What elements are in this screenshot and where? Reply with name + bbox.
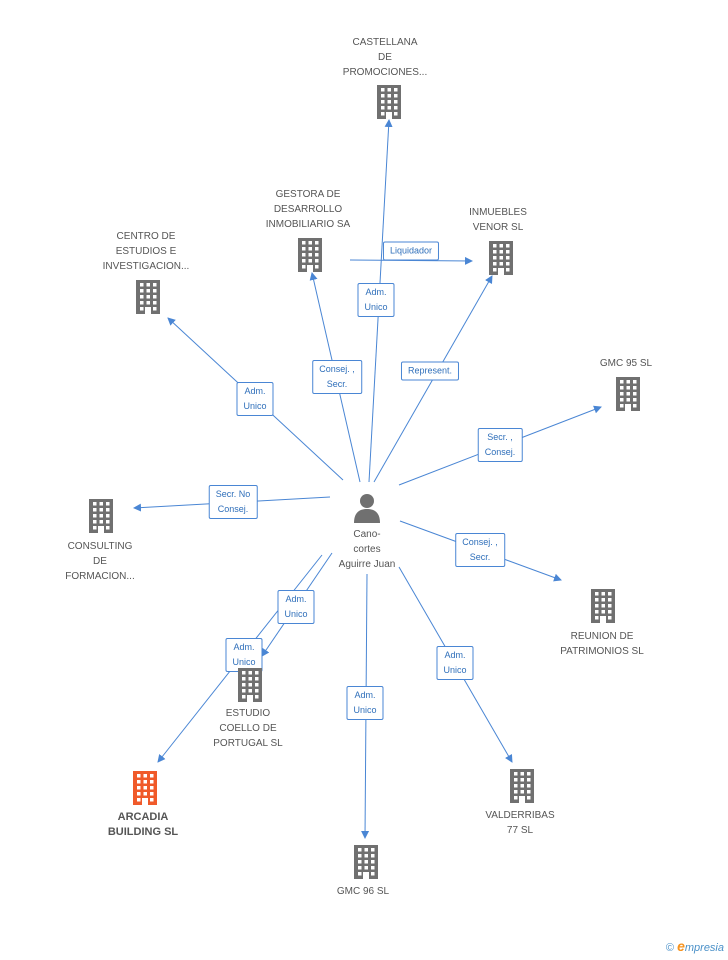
center-person-label[interactable]: Cano- cortes Aguirre Juan xyxy=(338,529,396,570)
company-label-gestora[interactable]: GESTORA DE DESARROLLO INMOBILIARIO SA xyxy=(265,189,351,230)
building-icon[interactable] xyxy=(613,377,643,416)
building-icon[interactable] xyxy=(295,238,325,277)
person-icon[interactable] xyxy=(352,492,382,529)
relation-label-arcadia[interactable]: Adm. Unico xyxy=(225,638,263,672)
company-label-gmc95[interactable]: GMC 95 SL xyxy=(599,358,653,369)
company-label-reunion[interactable]: REUNION DE PATRIMONIOS SL xyxy=(560,631,644,657)
relation-label-estudio[interactable]: Adm. Unico xyxy=(277,590,315,624)
relation-label-gestora[interactable]: Consej. , Secr. xyxy=(312,360,362,394)
building-icon[interactable] xyxy=(374,85,404,124)
building-icon[interactable] xyxy=(588,589,618,628)
relation-label-reunion[interactable]: Consej. , Secr. xyxy=(455,533,505,567)
company-label-consulting[interactable]: CONSULTING DE FORMACION... xyxy=(65,541,135,582)
relation-label-gmc96[interactable]: Adm. Unico xyxy=(346,686,384,720)
relation-edge-inmuebles xyxy=(349,256,473,265)
company-label-valderribas[interactable]: VALDERRIBAS 77 SL xyxy=(485,810,555,836)
company-label-arcadia[interactable]: ARCADIA BUILDING SL xyxy=(107,811,179,838)
building-icon[interactable] xyxy=(235,668,265,707)
company-label-inmuebles[interactable]: INMUEBLES VENOR SL xyxy=(469,207,527,233)
building-icon[interactable] xyxy=(351,845,381,884)
relation-label-inmuebles[interactable]: Liquidador xyxy=(382,241,440,261)
building-icon[interactable] xyxy=(86,499,116,538)
company-label-castellana[interactable]: CASTELLANA DE PROMOCIONES... xyxy=(342,37,428,78)
relation-label-inmuebles[interactable]: Represent. xyxy=(400,361,460,381)
building-icon[interactable] xyxy=(507,769,537,808)
relation-label-consulting[interactable]: Secr. No Consej. xyxy=(208,485,258,519)
brand-logo-e: e xyxy=(677,938,685,954)
relation-label-gmc95[interactable]: Secr. , Consej. xyxy=(477,428,523,462)
footer-brand: © empresia xyxy=(666,938,724,954)
company-label-gmc96[interactable]: GMC 96 SL xyxy=(336,886,390,897)
company-label-centro[interactable]: CENTRO DE ESTUDIOS E INVESTIGACION... xyxy=(102,231,190,272)
copyright-icon: © xyxy=(665,942,675,954)
brand-logo-text: mpresia xyxy=(684,942,724,954)
building-icon[interactable] xyxy=(130,771,160,810)
relation-label-centro[interactable]: Adm. Unico xyxy=(236,382,274,416)
relation-label-castellana[interactable]: Adm. Unico xyxy=(357,283,395,317)
building-icon[interactable] xyxy=(133,280,163,319)
relation-label-valderribas[interactable]: Adm. Unico xyxy=(436,646,474,680)
building-icon[interactable] xyxy=(486,241,516,280)
company-label-estudio[interactable]: ESTUDIO COELLO DE PORTUGAL SL xyxy=(213,708,283,749)
